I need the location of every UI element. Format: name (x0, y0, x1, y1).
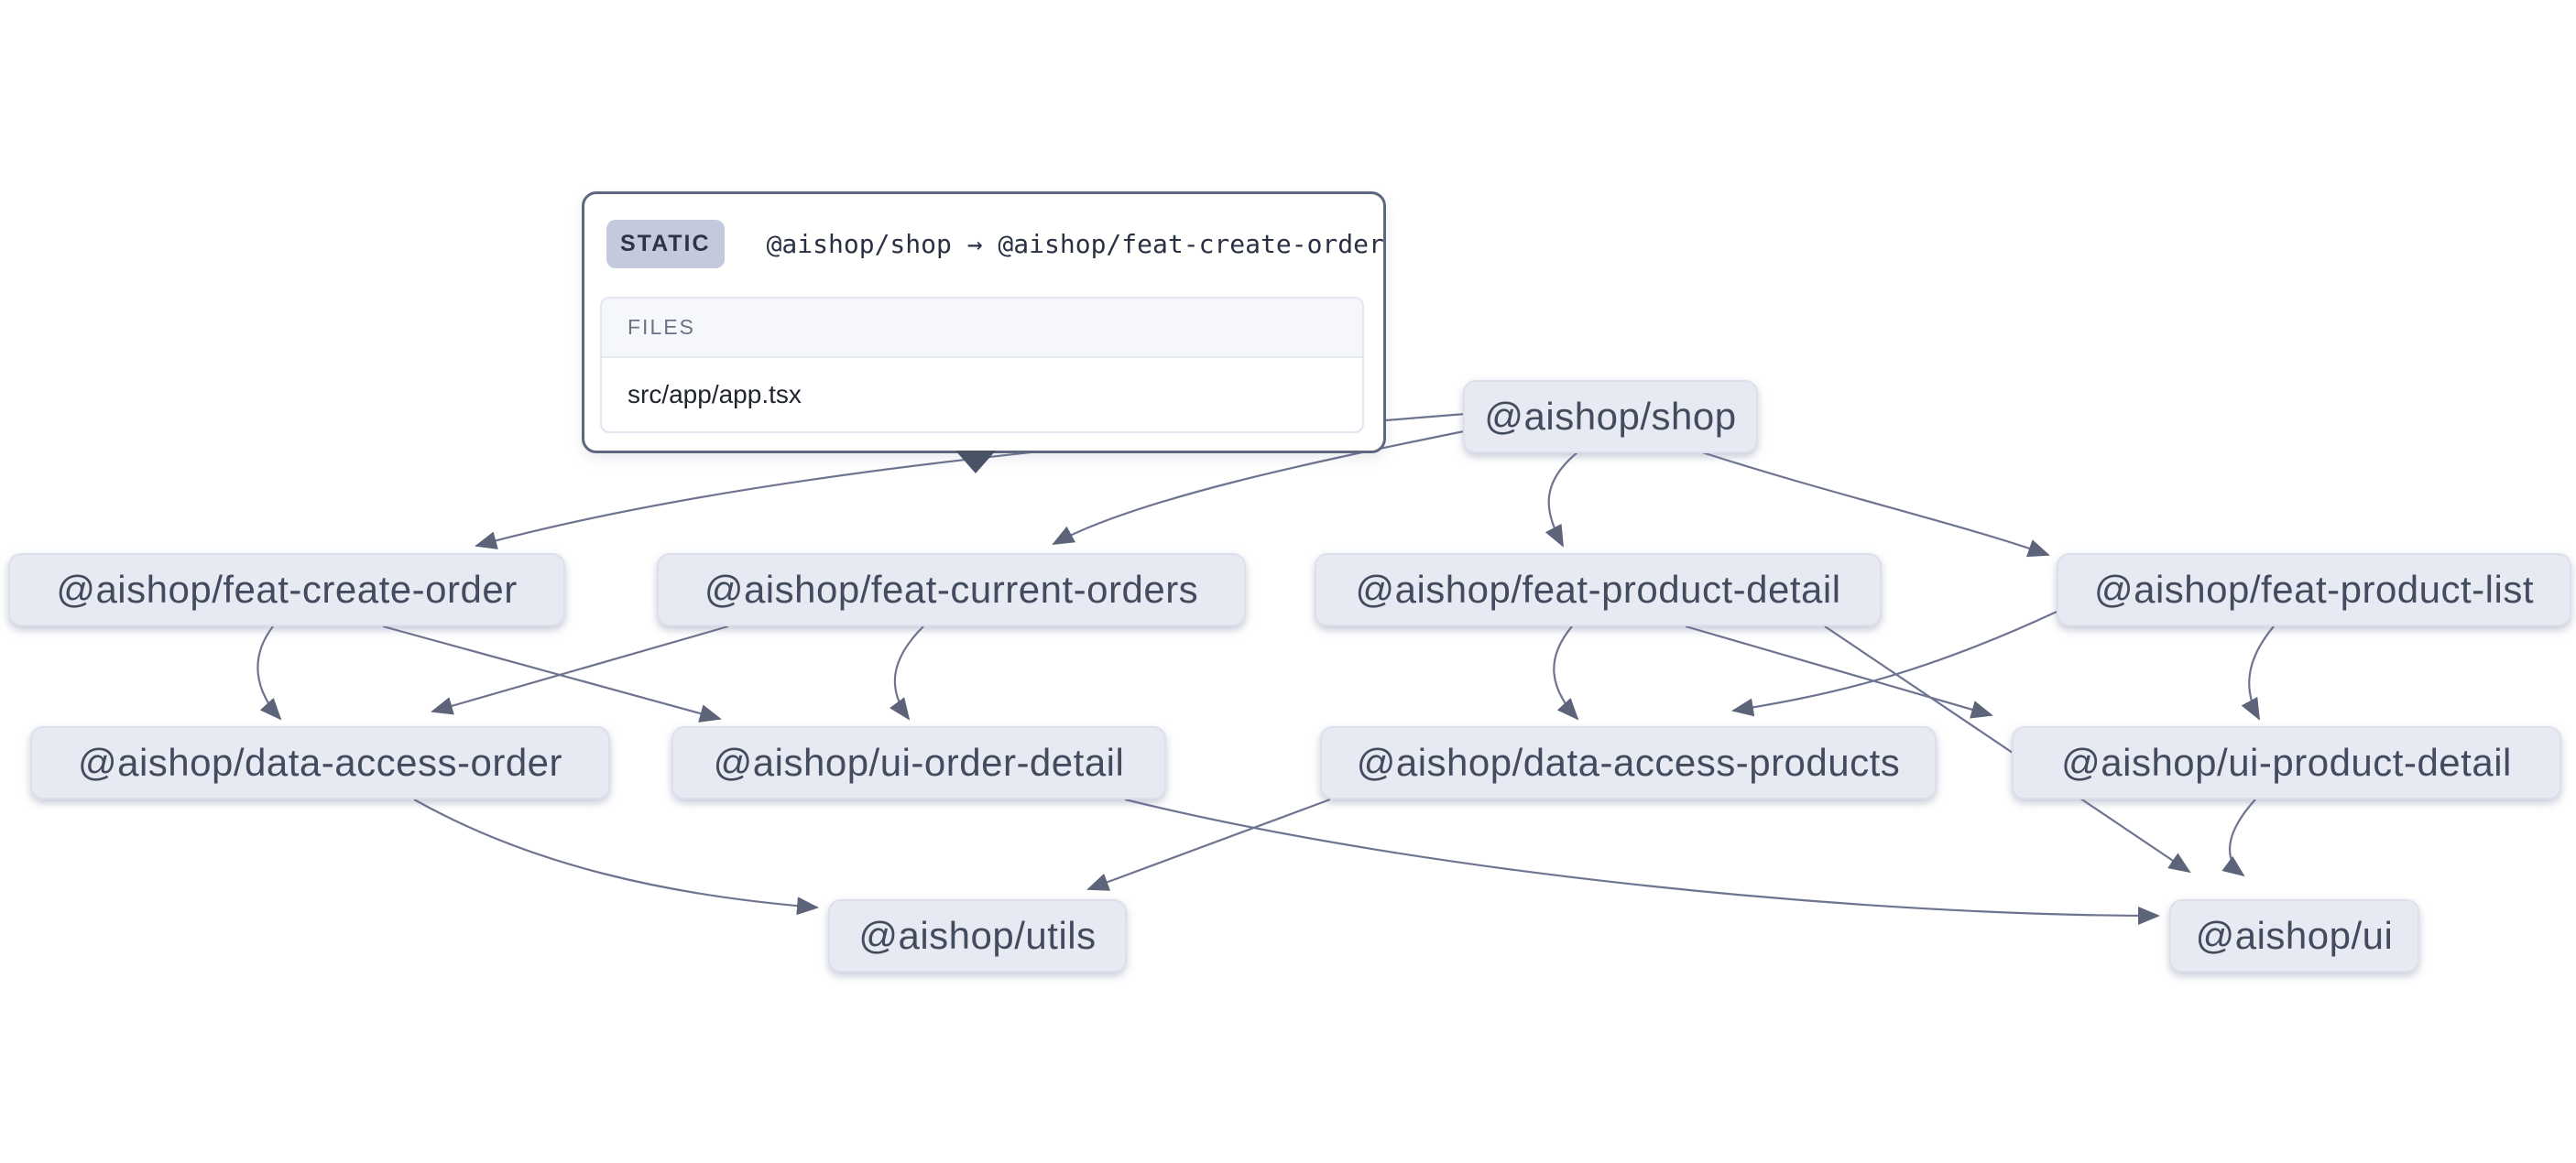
edge-shop-to-feat-product-list[interactable] (1696, 449, 2050, 558)
graph-node-ui-order-detail[interactable]: @aishop/ui-order-detail (671, 726, 1166, 799)
edge-data-access-products-to-utils[interactable] (1086, 798, 1331, 891)
graph-node-feat-current-orders[interactable]: @aishop/feat-current-orders (657, 553, 1246, 626)
edge-tooltip-header: STATIC @aishop/shop → @aishop/feat-creat… (606, 211, 1384, 277)
edge-feat-create-order-to-data-access-order[interactable] (257, 625, 282, 721)
graph-node-feat-product-detail[interactable]: @aishop/feat-product-detail (1315, 553, 1882, 626)
edge-feat-product-detail-to-data-access-products[interactable] (1553, 625, 1579, 721)
edge-tooltip-title: @aishop/shop → @aishop/feat-create-order (766, 228, 1384, 259)
edge-type-badge: STATIC (606, 219, 725, 268)
edge-feat-product-list-to-ui-product-detail[interactable] (2241, 625, 2275, 721)
graph-node-data-access-products[interactable]: @aishop/data-access-products (1320, 726, 1937, 799)
edge-shop-to-feat-product-detail[interactable] (1545, 451, 1578, 548)
edge-feat-current-orders-to-ui-order-detail[interactable] (889, 625, 924, 721)
graph-node-ui-product-detail[interactable]: @aishop/ui-product-detail (2012, 726, 2561, 799)
edge-tooltip: STATIC @aishop/shop → @aishop/feat-creat… (582, 191, 1386, 473)
tooltip-caret-icon (955, 451, 996, 473)
edge-shop-to-feat-current-orders[interactable] (1052, 429, 1469, 545)
graph-node-ui[interactable]: @aishop/ui (2169, 899, 2419, 973)
edge-ui-order-detail-to-ui[interactable] (1124, 798, 2160, 925)
edge-feat-create-order-to-ui-order-detail[interactable] (382, 625, 722, 723)
edge-feat-product-list-to-data-access-products[interactable] (1731, 611, 2058, 717)
files-panel: FILES src/app/app.tsx (600, 297, 1364, 433)
file-path: src/app/app.tsx (628, 380, 802, 408)
edge-data-access-order-to-utils[interactable] (413, 799, 819, 916)
edge-feat-current-orders-to-data-access-order[interactable] (431, 625, 729, 715)
graph-node-data-access-order[interactable]: @aishop/data-access-order (30, 726, 610, 799)
graph-node-feat-create-order[interactable]: @aishop/feat-create-order (8, 553, 565, 626)
graph-node-feat-product-list[interactable]: @aishop/feat-product-list (2057, 553, 2571, 626)
graph-node-utils[interactable]: @aishop/utils (828, 899, 1127, 973)
edge-ui-product-detail-to-ui[interactable] (2221, 799, 2256, 877)
edge-feat-product-detail-to-ui-product-detail[interactable] (1685, 625, 1993, 719)
graph-node-shop[interactable]: @aishop/shop (1463, 380, 1758, 453)
files-panel-header: FILES (602, 299, 1362, 358)
edge-feat-product-detail-to-ui[interactable] (1824, 625, 2191, 874)
